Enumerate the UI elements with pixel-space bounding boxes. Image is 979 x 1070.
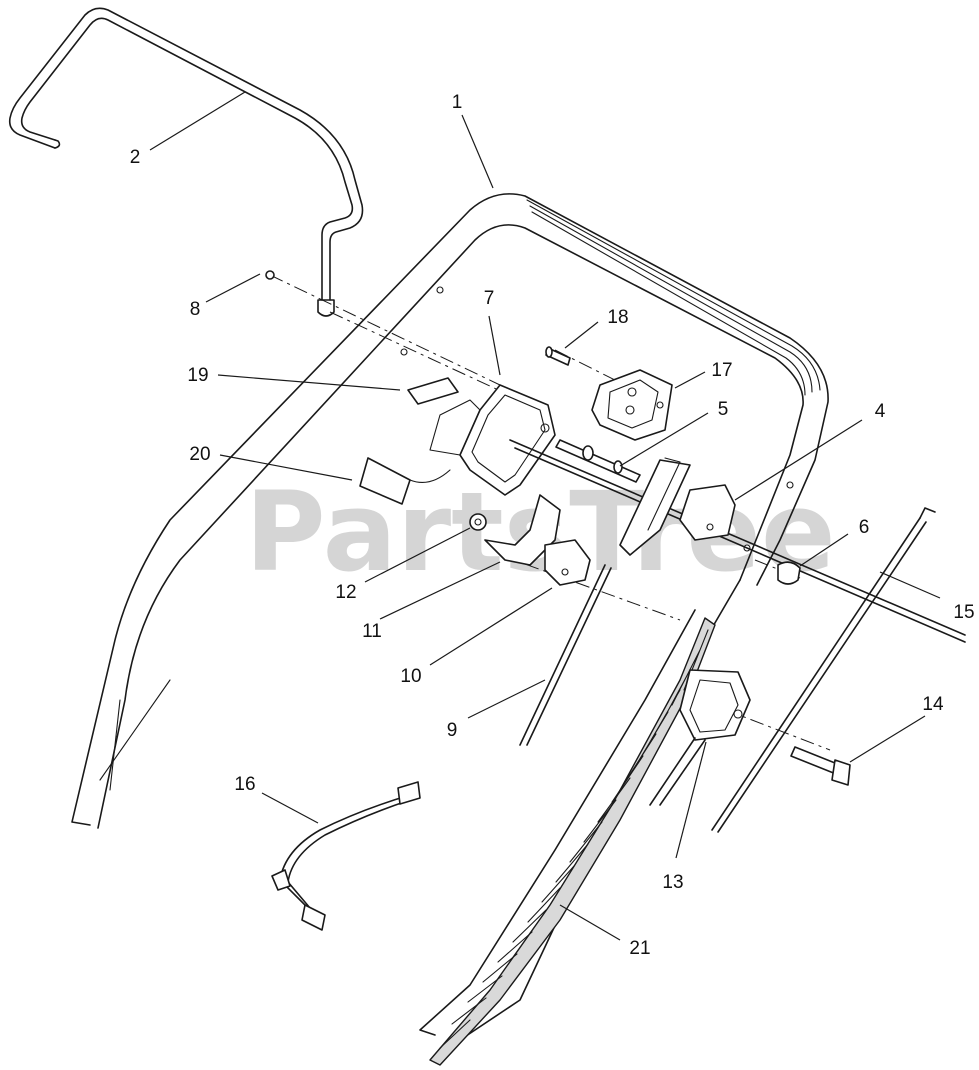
callout-19: 19	[187, 365, 208, 386]
callout-labels: 1 2 4 5 6 7 8 9 10 11 12 13 14 15 16 17 …	[130, 92, 975, 959]
callout-17: 17	[711, 360, 732, 381]
callout-1: 1	[452, 92, 463, 113]
part-2-bail[interactable]	[8, 7, 364, 317]
callout-4: 4	[875, 401, 886, 422]
part-15-long-rod[interactable]	[711, 507, 936, 833]
callout-18: 18	[607, 307, 628, 328]
callout-15: 15	[953, 602, 974, 623]
callout-2: 2	[130, 147, 141, 168]
callout-21: 21	[629, 938, 650, 959]
callout-20: 20	[189, 444, 210, 465]
part-16-wire-harness[interactable]	[271, 781, 421, 931]
part-10-clip[interactable]	[544, 539, 591, 586]
callout-7: 7	[484, 288, 495, 309]
callout-10: 10	[400, 666, 421, 687]
part-1-upper-handle[interactable]	[71, 193, 829, 829]
callout-12: 12	[335, 582, 356, 603]
callout-8: 8	[190, 299, 201, 320]
part-17-bracket[interactable]	[591, 369, 673, 441]
part-15-control-rod[interactable]	[509, 439, 966, 643]
part-13-switch[interactable]	[649, 669, 751, 806]
part-12-nut[interactable]	[469, 513, 487, 531]
part-14-bolt[interactable]	[790, 746, 851, 786]
lever-assembly[interactable]	[619, 457, 691, 556]
part-6-nut[interactable]	[777, 561, 801, 585]
part-21-cable-strip[interactable]	[429, 617, 716, 1066]
part-19-decal[interactable]	[407, 377, 459, 405]
callout-13: 13	[662, 872, 683, 893]
callout-14: 14	[922, 694, 944, 715]
callout-11: 11	[362, 621, 382, 642]
callout-6: 6	[859, 517, 870, 538]
part-7-control-housing[interactable]	[409, 384, 556, 496]
part-4-bushing[interactable]	[679, 484, 736, 541]
part-9-cable[interactable]	[519, 564, 612, 746]
callout-9: 9	[447, 720, 458, 741]
part-5-shaft[interactable]	[555, 439, 641, 483]
part-11-bracket[interactable]	[484, 494, 561, 566]
part-18-screw[interactable]	[545, 346, 571, 366]
part-8-nut[interactable]	[265, 270, 275, 280]
callout-5: 5	[718, 399, 729, 420]
callout-16: 16	[234, 774, 255, 795]
part-20-decal[interactable]	[359, 457, 411, 505]
leader-lines	[149, 91, 941, 941]
